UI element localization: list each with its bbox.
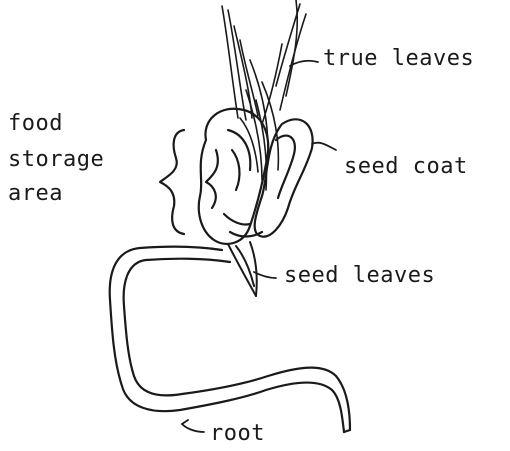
leader-root [182, 424, 204, 432]
food-storage-label-line1: food [8, 112, 63, 136]
cotyledon-drawing [199, 109, 268, 244]
leader-true-leaves [290, 61, 318, 66]
leader-lines [182, 61, 336, 432]
food-storage-label-line2: storage [8, 148, 104, 172]
true-leaves-drawing [222, 0, 306, 190]
seed-leaves-label: seed leaves [284, 264, 435, 288]
seed-coat-label: seed coat [344, 155, 468, 179]
food-storage-label-line3: area [8, 182, 63, 206]
food-storage-bracket [160, 130, 184, 234]
seed-leaves-drawing [228, 242, 257, 296]
root-label: root [210, 422, 265, 446]
true-leaves-label: true leaves [323, 47, 474, 71]
leader-seed-coat [312, 143, 336, 150]
